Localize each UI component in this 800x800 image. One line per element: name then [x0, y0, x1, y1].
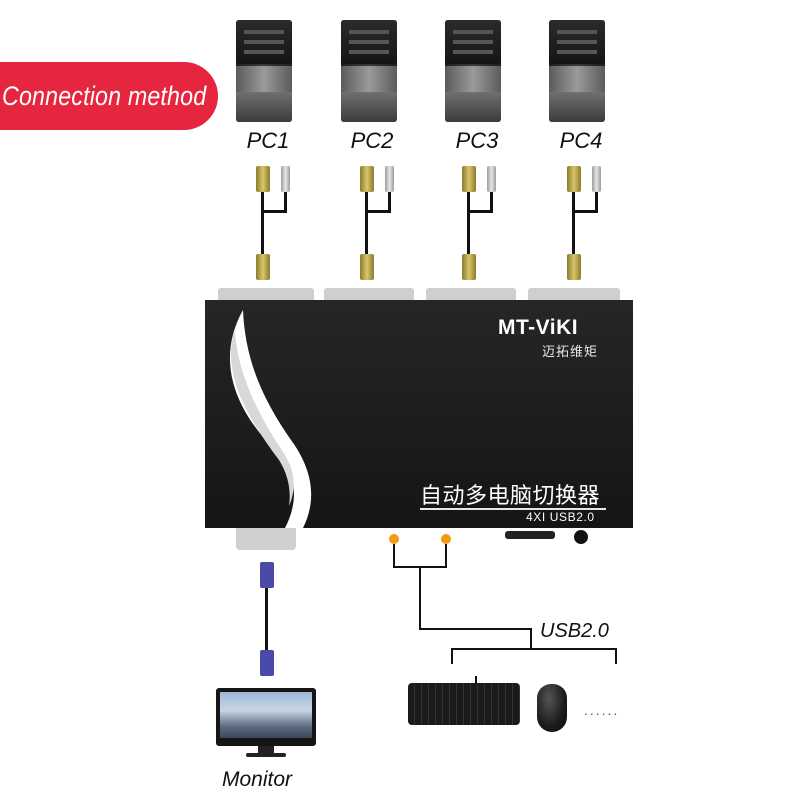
button-row [505, 531, 555, 539]
usb-port-dot [441, 534, 451, 544]
divider [420, 508, 606, 510]
more-devices: ...... [584, 702, 620, 718]
device-model: 4XI USB2.0 [526, 510, 595, 524]
device-title: 自动多电脑切换器 [420, 483, 601, 508]
pc-label: PC4 [559, 128, 603, 153]
monitor-port [236, 528, 296, 550]
vga-port [218, 288, 314, 302]
vga-port [426, 288, 516, 302]
swoosh-logo-icon [229, 310, 312, 528]
keyboard-icon [408, 683, 520, 725]
badge-label: Connection method [2, 80, 207, 111]
kvm-switch-device [205, 300, 633, 528]
mouse-icon [537, 684, 567, 732]
pc-label: PC1 [246, 128, 290, 153]
pc-tower-icon [236, 20, 292, 122]
pc-tower-icon [445, 20, 501, 122]
power-jack [574, 530, 588, 544]
brand-chinese: 迈拓维矩 [542, 344, 599, 359]
pc-tower-icon [341, 20, 397, 122]
usb-label: USB2.0 [540, 620, 609, 642]
connection-method-badge: Connection method [0, 62, 218, 130]
usb-port-dot [389, 534, 399, 544]
vga-port [528, 288, 620, 302]
pc-label: PC3 [455, 128, 499, 153]
brand-logo: MT-ViKI [498, 316, 579, 339]
pc-tower-icon [549, 20, 605, 122]
vga-port [324, 288, 414, 302]
pc-label: PC2 [350, 128, 394, 153]
monitor-label: Monitor [222, 768, 293, 791]
